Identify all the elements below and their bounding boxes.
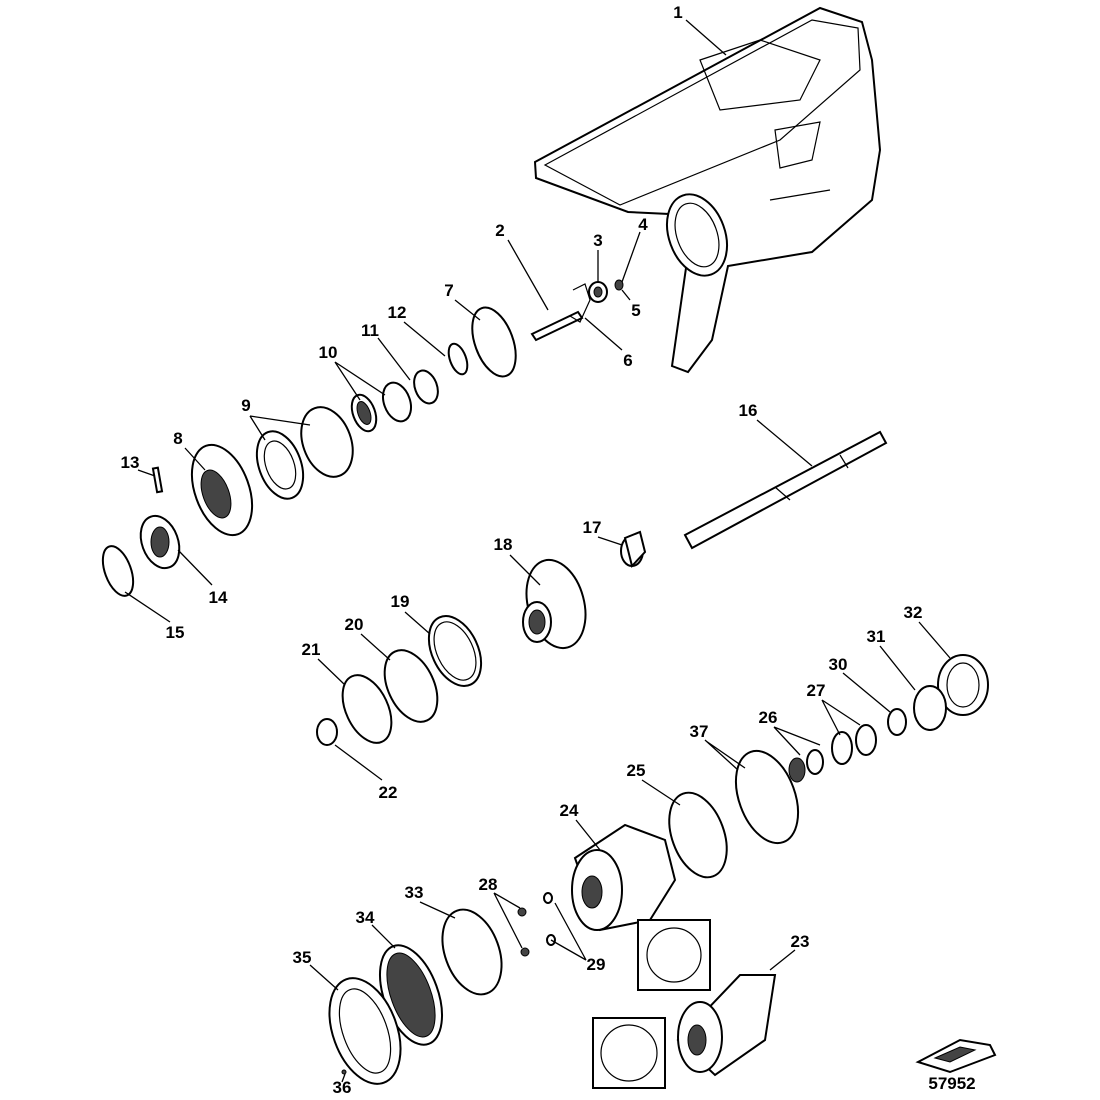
callout-4: 4 [638, 215, 648, 234]
bearing-carrier-parts [328, 823, 777, 1089]
callout-18: 18 [494, 535, 513, 554]
callout-6: 6 [623, 351, 632, 370]
callout-28: 28 [479, 875, 498, 894]
callout-15: 15 [166, 623, 185, 642]
callout-10: 10 [319, 343, 338, 362]
callout-23: 23 [791, 932, 810, 951]
callout-34: 34 [356, 908, 375, 927]
callout-31: 31 [867, 627, 886, 646]
callout-3: 3 [593, 231, 602, 250]
callout-12: 12 [388, 303, 407, 322]
shift-parts [101, 279, 624, 597]
callout-22: 22 [379, 783, 398, 802]
callout-30: 30 [829, 655, 848, 674]
callout-26: 26 [759, 708, 778, 727]
callout-7: 7 [444, 281, 453, 300]
callout-33: 33 [405, 883, 424, 902]
callout-labels: 1 2 3 4 5 6 7 8 9 10 11 12 13 14 15 16 1… [121, 3, 976, 1097]
callout-2: 2 [495, 221, 504, 240]
callout-20: 20 [345, 615, 364, 634]
callout-29: 29 [587, 955, 606, 974]
figure-number: 57952 [928, 1074, 975, 1093]
callout-11: 11 [361, 321, 379, 340]
callout-1: 1 [673, 3, 682, 22]
leader-lines [124, 19, 951, 1083]
propeller-shaft-parts [316, 430, 989, 879]
callout-17: 17 [583, 518, 602, 537]
callout-21: 21 [302, 640, 321, 659]
callout-13: 13 [121, 453, 140, 472]
callout-37: 37 [690, 722, 709, 741]
callout-14: 14 [209, 588, 228, 607]
callout-16: 16 [739, 401, 758, 420]
callout-19: 19 [391, 592, 410, 611]
callout-5: 5 [631, 301, 640, 320]
callout-8: 8 [173, 429, 182, 448]
callout-25: 25 [627, 761, 646, 780]
callout-36: 36 [333, 1078, 352, 1097]
boat-locator-icon [915, 1038, 997, 1074]
gear-housing-part [533, 6, 882, 374]
callout-35: 35 [293, 948, 312, 967]
callout-24: 24 [560, 801, 579, 820]
callout-27: 27 [807, 681, 826, 700]
callout-9: 9 [241, 396, 250, 415]
callout-32: 32 [904, 603, 923, 622]
